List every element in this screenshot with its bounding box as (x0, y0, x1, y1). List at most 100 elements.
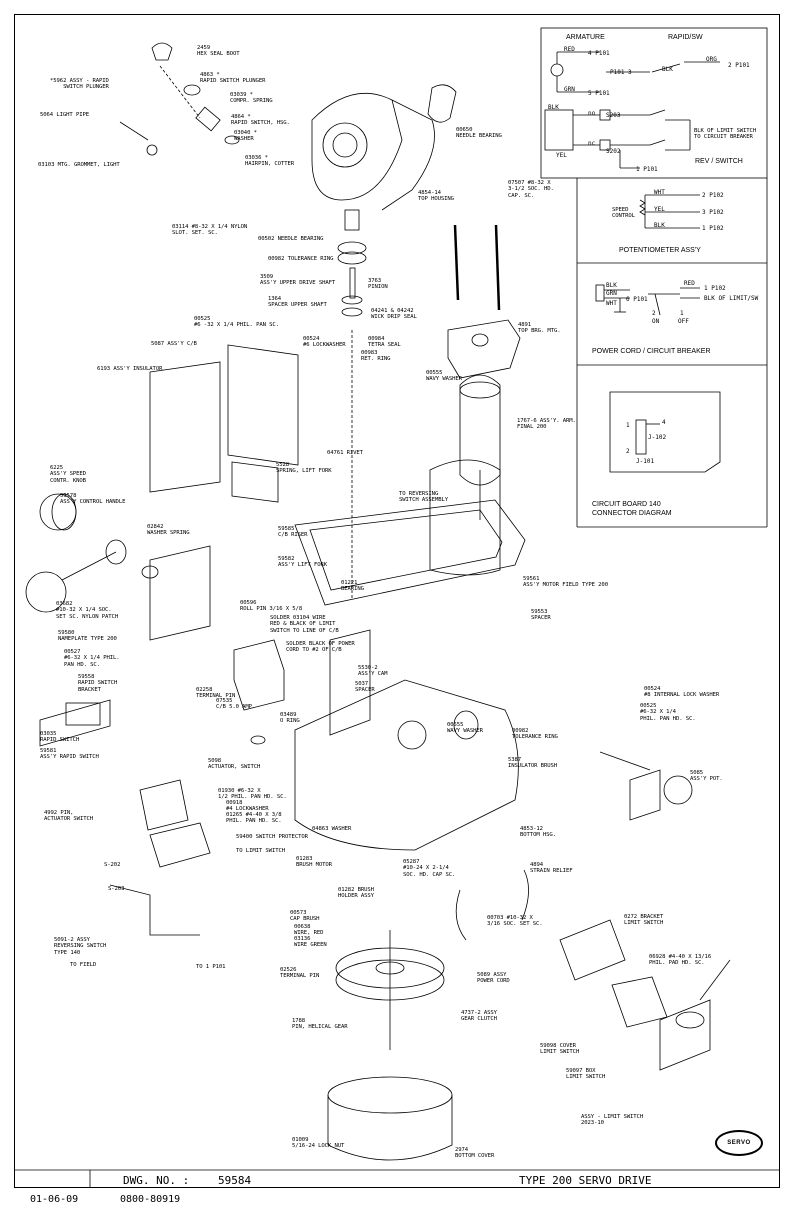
part-label-p3763: 3763 PINION (368, 278, 388, 291)
part-label-p00502: 00502 NEEDLE BEARING (258, 236, 324, 242)
rapid-pin-2: 2 P101 (728, 62, 750, 69)
bottom-housing (294, 629, 519, 851)
part-label-p03136: 03136 WIRE GREEN (294, 936, 327, 949)
circuit-board-schematic (609, 391, 721, 473)
part-label-p2459: 2459 HEX SEAL BOOT (197, 45, 240, 58)
part-label-p1767: 1767-6 ASS'Y. ARM. FINAL 200 (517, 418, 576, 431)
pc-grn: GRN (606, 290, 617, 297)
part-label-ptorev: TO REVERSING SWITCH ASSEMBLY (399, 491, 449, 504)
part-label-p4891: 4891 TOP BRG. MTG. (518, 322, 561, 335)
insulator-and-cb-plates (149, 344, 299, 503)
part-label-p01009: 01009 5/16-24 LOCK NUT (292, 1137, 345, 1150)
part-label-p6193: 6193 ASS'Y INSULATOR (97, 366, 163, 372)
part-label-p59098: 59098 COVER LIMIT SWITCH (540, 1043, 580, 1056)
dwg-number: 59584 (218, 1174, 252, 1187)
part-label-p03039: 03039 * COMPR. SPRING (230, 92, 273, 105)
rev-s202: S202 (606, 148, 621, 155)
part-label-p59581: 59581 ASS'Y RAPID SWITCH (40, 748, 99, 761)
part-label-p02842: 02842 WASHER SPRING (147, 524, 190, 537)
pot-blk: BLK (654, 222, 665, 229)
part-label-p04241: 04241 & 04242 WICK DRIP SEAL (371, 308, 417, 321)
part-label-p1788: 1788 PIN, HELICAL GEAR (292, 1018, 348, 1031)
part-label-p59580: 59580 NAMEPLATE TYPE 200 (58, 630, 117, 643)
part-label-p01282: 01282 BRUSH HOLDER ASSY (338, 887, 374, 900)
part-label-p6225: 6225 ASS'Y SPEED CONTR. KNOB (50, 465, 86, 484)
cb-j102: J-102 (648, 434, 667, 441)
rev-yel: YEL (556, 152, 567, 159)
rapid-wire-org: ORG (706, 56, 717, 63)
drawing-border (14, 14, 780, 1188)
armature (459, 374, 501, 520)
bottom-cover (327, 1076, 453, 1161)
pc-p6: 6 P101 (626, 296, 648, 303)
cb-n4: 4 (662, 419, 666, 426)
armature-schematic (550, 51, 720, 93)
part-label-p00984: 00984 TETRA SEAL (368, 336, 401, 349)
armature-title: ARMATURE (566, 34, 605, 41)
pot-yel: YEL (654, 206, 665, 213)
part-label-p59585: 59585 C/B RISER (278, 526, 308, 539)
part-label-p59400: 59400 SWITCH PROTECTOR (236, 834, 308, 840)
rev-pin-1: 1 P101 (636, 166, 658, 173)
rev-note: BLK OF LIMIT SWITCH TO CIRCUIT BREAKER (694, 128, 757, 141)
part-label-p5087: 5087 ASS'Y C/B (151, 341, 197, 347)
reversing-switch (109, 779, 211, 936)
drawing-date: 01-06-09 (30, 1194, 79, 1205)
part-label-p00918: 00918 #4 LOCKWASHER (226, 800, 269, 813)
part-label-p00527: 00527 #6-32 X 1/4 PHIL. PAN HD. SC. (64, 649, 120, 668)
top-housing (311, 84, 457, 211)
dwg-label: DWG. NO. : (123, 1174, 190, 1187)
pc-on: ON (652, 318, 660, 325)
part-label-p4894: 4894 STRAIN RELIEF (530, 862, 573, 875)
part-label-p59582: 59582 ASS'Y LIFT FORK (278, 556, 328, 569)
rev-s203: S203 (606, 112, 621, 119)
part-label-p0272: 0272 BRACKET LIMIT SWITCH (624, 914, 664, 927)
speed-knob-handle (25, 493, 211, 641)
part-label-p00650: 00650 NEEDLE BEARING (456, 127, 502, 140)
part-label-p05287: 05287 #10-24 X 2-1/4 SOC. HD. CAP SC. (403, 859, 456, 878)
part-label-p59553: 59553 SPACER (531, 609, 551, 622)
rapid-switch (39, 699, 111, 747)
doc-number: 0800-80919 (120, 1194, 181, 1205)
part-label-p00555a: 00555 WAVY WASHER (426, 370, 462, 383)
title-block-lines (14, 1169, 780, 1188)
part-label-p5530: 5530-2 ASS'Y CAM (358, 665, 388, 678)
gear-clutch (335, 930, 445, 1050)
part-label-pto1p101: TO 1 P101 (196, 964, 226, 970)
part-label-psolder1: SOLDER 03104 WIRE RED & BLACK OF LIMIT S… (270, 615, 339, 634)
part-label-p03035: 03035 RAPID SWITCH (40, 731, 80, 744)
long-cap-screws (453, 224, 501, 311)
part-label-p3509: 3509 ASS'Y UPPER DRIVE SHAFT (260, 274, 336, 287)
part-label-p5962: *5962 ASSY - RAPID SWITCH PLUNGER (50, 78, 109, 91)
pot-p2: 2 P102 (702, 192, 724, 199)
part-label-p00703: 00703 #10-32 X 3/16 SOC. SET SC. (487, 915, 543, 928)
part-label-p03040: 03040 * WASHER (234, 130, 257, 143)
part-label-p00524b: 00524 #8 INTERNAL LOCK WASHER (644, 686, 720, 699)
potentiometer-schematic (639, 194, 700, 229)
rev-nc: nc (588, 140, 596, 147)
part-label-p03103: 03103 MTG. GROMMET, LIGHT (38, 162, 120, 168)
cb-title: CIRCUIT BOARD 140 CONNECTOR DIAGRAM (592, 501, 672, 517)
part-label-p4853: 4853-12 BOTTOM HSG. (520, 826, 556, 839)
part-label-p5089: 5089 ASSY POWER CORD (477, 972, 510, 985)
part-label-p59578: 59578 ASS'Y CONTROL HANDLE (60, 493, 126, 506)
rapid-pin-3: P101 3 (610, 69, 632, 76)
potentiometer (599, 751, 693, 821)
drive-shaft (337, 209, 367, 600)
pc-limit: BLK OF LIMIT/SW (704, 295, 759, 302)
rapid-wire-blk: BLK (662, 66, 673, 73)
part-label-p00524a: 00524 #6 LOCKWASHER (303, 336, 346, 349)
pc-p1: 1 P102 (704, 285, 726, 292)
part-label-p1364: 1364 SPACER UPPER SHAFT (268, 296, 327, 309)
power-cord-schematic (595, 284, 700, 316)
cb-j101: J-101 (636, 458, 655, 465)
part-label-p00982a: 00982 TOLERANCE RING (268, 256, 334, 262)
part-label-p4737: 4737-2 ASSY GEAR CLUTCH (461, 1010, 497, 1023)
circuit-breaker (233, 639, 285, 745)
part-label-p04863: 04863 WASHER (312, 826, 352, 832)
part-label-p00525a: 00525 #6 -32 X 1/4 PHIL. PAN SC. (194, 316, 279, 329)
part-label-p5091: 5091-2 ASSY REVERSING SWITCH TYPE 140 (54, 937, 107, 956)
part-label-p4863: 4863 * RAPID SWITCH PLUNGER (200, 72, 266, 85)
part-label-p59561: 59561 ASS'Y MOTOR FIELD TYPE 200 (523, 576, 608, 589)
